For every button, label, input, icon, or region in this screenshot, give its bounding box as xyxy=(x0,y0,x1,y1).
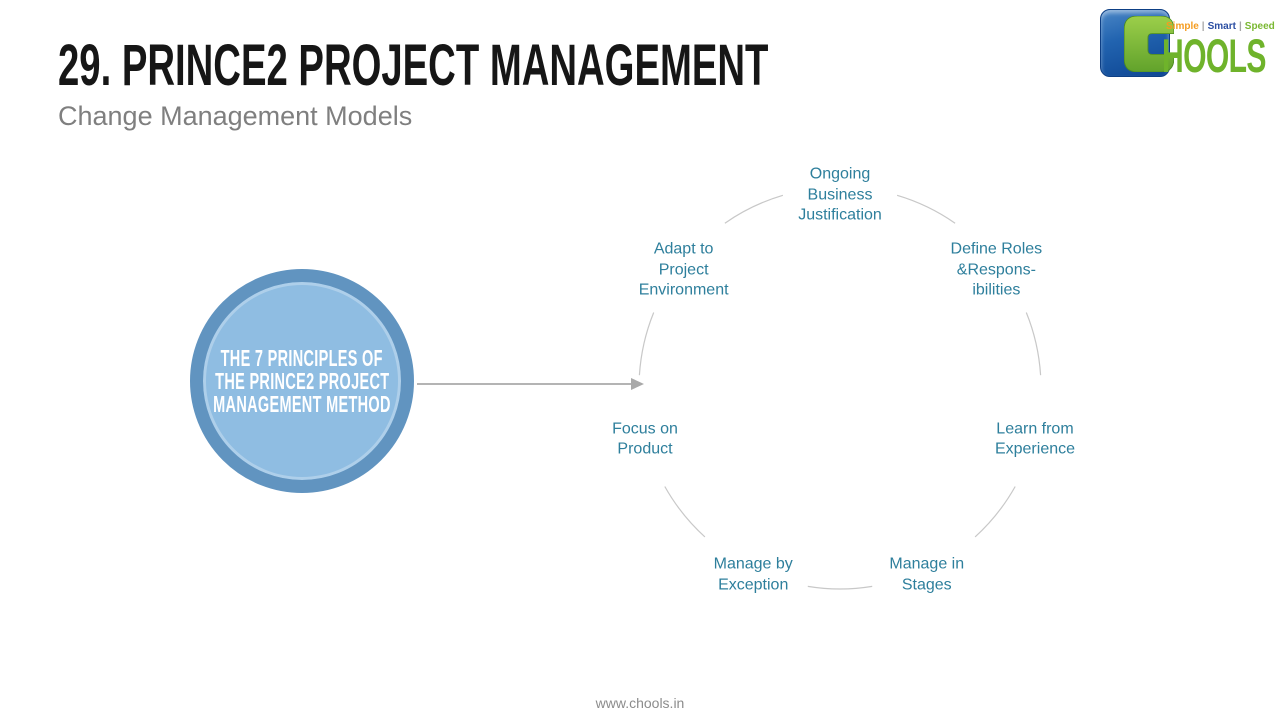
cycle-arc-segment xyxy=(724,194,784,224)
cycle-arc-segment xyxy=(807,585,873,590)
principle-label-focus-on-product: Focus on Product xyxy=(612,420,678,458)
circle-text-line: MANAGEMENT METHOD xyxy=(213,390,391,417)
cycle-arc-segment xyxy=(638,312,655,376)
principle-label-ongoing-business-justification: Ongoing Business Justification xyxy=(798,165,882,224)
tagline-separator: | xyxy=(1238,21,1242,32)
tagline-smart: Smart xyxy=(1207,21,1236,32)
principles-circle: THE 7 PRINCIPLES OF THE PRINCE2 PROJECT … xyxy=(190,269,414,493)
footer-url: www.chools.in xyxy=(595,695,685,711)
logo-tagline: Simple|Smart|Speed xyxy=(1166,21,1275,33)
cycle-arc-segment xyxy=(974,486,1016,538)
page-title: 29. PRINCE2 PROJECT MANAGEMENT xyxy=(58,33,769,98)
principle-label-define-roles-responsibilities: Define Roles &Respons- ibilities xyxy=(950,240,1043,299)
logo-c-icon xyxy=(1124,16,1174,72)
page-subtitle: Change Management Models xyxy=(58,101,413,131)
circle-text-line: THE 7 PRINCIPLES OF xyxy=(220,344,384,371)
tagline-separator: | xyxy=(1201,21,1205,32)
principle-label-learn-from-experience: Learn from Experience xyxy=(994,420,1076,458)
tagline-simple: Simple xyxy=(1166,21,1199,32)
circle-text-line: THE PRINCE2 PROJECT xyxy=(214,367,390,394)
connector-arrow-icon xyxy=(417,378,644,390)
cycle-arc-segment xyxy=(1025,312,1042,376)
cycle-arc-segment xyxy=(896,194,956,224)
principle-label-manage-by-exception: Manage by Exception xyxy=(713,555,793,594)
chools-logo: HOOLS Simple|Smart|Speed xyxy=(1096,6,1275,82)
principle-label-adapt-to-project-environment: Adapt to Project Environment xyxy=(638,240,729,299)
principle-label-manage-in-stages: Manage in Stages xyxy=(889,555,965,594)
logo-wordmark: HOOLS xyxy=(1162,29,1266,82)
tagline-speed: Speed xyxy=(1244,21,1275,32)
cycle-arc-segment xyxy=(664,486,706,538)
